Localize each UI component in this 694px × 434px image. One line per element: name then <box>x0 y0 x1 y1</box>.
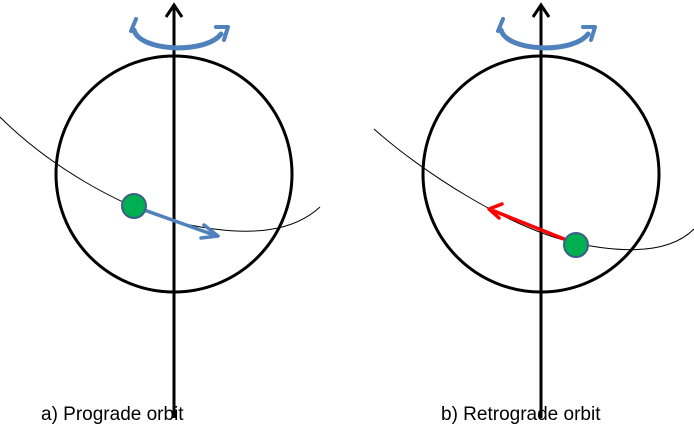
spin-arrow-icon <box>129 17 230 51</box>
panel-prograde <box>0 2 321 418</box>
orbit-path <box>373 128 694 251</box>
caption-prograde: a) Prograde orbit <box>41 404 184 425</box>
motion-arrow-icon <box>487 202 576 245</box>
rotation-axis <box>531 2 551 418</box>
satellite-dot <box>121 193 147 219</box>
satellite-dot <box>563 232 589 258</box>
spin-arrow-icon <box>496 17 597 51</box>
rotation-axis <box>164 2 184 418</box>
motion-arrow-icon <box>134 205 220 240</box>
caption-retrograde: b) Retrograde orbit <box>441 404 601 425</box>
panel-retrograde <box>373 2 694 418</box>
